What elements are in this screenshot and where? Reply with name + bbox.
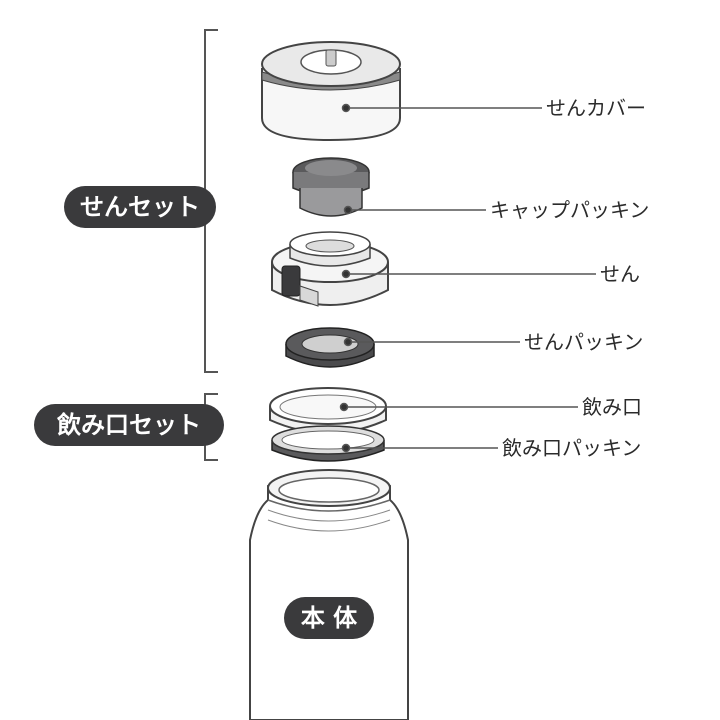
leader-lines [339, 103, 596, 453]
leader-dot-cap-packing [343, 205, 353, 215]
body-badge: 本 体 [284, 597, 374, 639]
sen-packing-part [285, 327, 375, 368]
leader-dot-nomikuchi [339, 402, 349, 412]
label-sen-cover: せんカバー [546, 96, 646, 120]
label-nomikuchi-packing: 飲み口パッキン [502, 436, 642, 460]
nomikuchi-set-badge: 飲み口セット [34, 404, 224, 446]
sen-set-badge: せんセット [64, 186, 216, 228]
leader-dot-sen [341, 269, 351, 279]
sen-part [271, 231, 389, 307]
label-sen: せん [600, 262, 640, 286]
sen-cover-part [261, 41, 401, 142]
nomikuchi-part [269, 387, 387, 434]
label-nomikuchi: 飲み口 [582, 395, 642, 419]
cap-packing-part [292, 157, 370, 217]
label-sen-packing: せんパッキン [524, 330, 644, 354]
leader-dot-sen-cover [341, 103, 351, 113]
leader-dot-nomikuchi-packing [341, 443, 351, 453]
nomikuchi-packing-part [271, 425, 385, 462]
bottle-body-part [249, 469, 409, 720]
leader-dot-sen-packing [343, 337, 353, 347]
label-cap-packing: キャップパッキン [490, 198, 650, 222]
